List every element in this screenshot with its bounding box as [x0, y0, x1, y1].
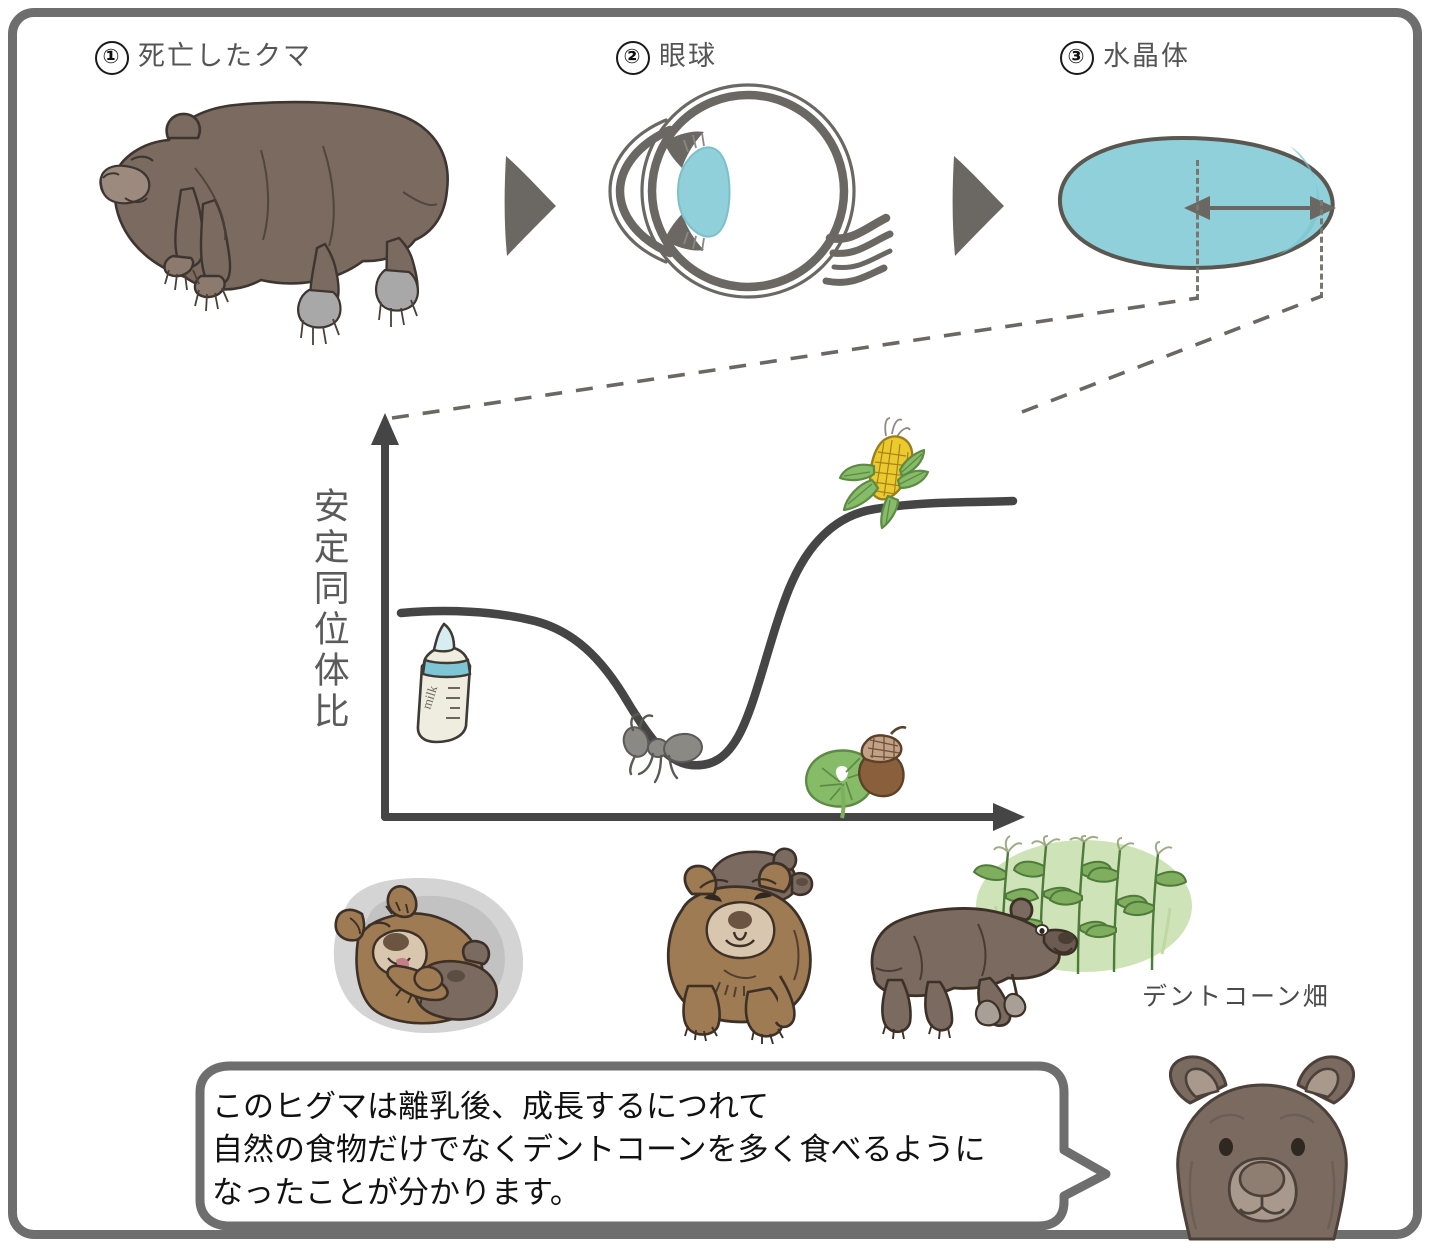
speech-bubble	[178, 1058, 1118, 1234]
speech-bubble-outline	[195, 1061, 1111, 1231]
step-number-2: ②	[616, 40, 650, 75]
corn-tassels	[993, 835, 1173, 855]
denning-bear-with-cub	[310, 848, 540, 1043]
y-axis-arrowhead	[371, 413, 399, 445]
step-label-1: ① 死亡したクマ	[95, 34, 312, 75]
adult-bear-eating-corn	[862, 835, 1192, 1046]
corn-field-label: デントコーン畑	[1142, 983, 1330, 1011]
isotope-curve	[396, 496, 1018, 770]
step-label-3: ③ 水晶体	[1060, 34, 1190, 75]
step-text-3: 水晶体	[1103, 41, 1190, 71]
closed-eye	[130, 155, 154, 162]
step-number-1: ①	[95, 40, 129, 75]
mother-closed-eye	[367, 921, 391, 928]
mother-bear-with-cub-on-back	[648, 836, 848, 1046]
head-right-eye	[1291, 1138, 1305, 1156]
y-axis-label: 安定同位体比	[308, 487, 350, 733]
bottle-label-text: milk	[419, 683, 441, 711]
step-text-2: 眼球	[659, 41, 717, 71]
lens-edge-dashed-line	[1320, 200, 1323, 298]
mouth	[725, 939, 755, 948]
head-mouth	[1238, 1196, 1286, 1215]
milk-bottle-icon: milk	[402, 618, 494, 746]
step-arrow-1-icon	[500, 152, 560, 260]
eyeball-icon	[608, 78, 898, 308]
step-arrow-2-icon	[948, 152, 1008, 260]
step-text-1: 死亡したクマ	[138, 41, 312, 71]
head-left-eye	[1219, 1138, 1233, 1156]
nose	[728, 911, 752, 929]
bottle-nipple	[432, 622, 456, 653]
head-nose	[1238, 1160, 1286, 1198]
lens-center-dashed-line	[1196, 160, 1199, 300]
ant-icon	[613, 712, 713, 792]
step-number-3: ③	[1060, 40, 1094, 75]
isotope-ratio-chart	[371, 413, 1025, 831]
acorn-cap	[860, 734, 903, 764]
bottle-ring	[421, 658, 472, 679]
cub-eye	[447, 970, 465, 982]
bear-head-icon	[1148, 1055, 1378, 1245]
step-label-2: ② 眼球	[616, 34, 717, 75]
speech-bubble-text: このヒグマは離乳後、成長するにつれて 自然の食物だけでなくデントコーンを多く食べ…	[212, 1089, 986, 1210]
dead-bear-icon	[85, 72, 465, 347]
mother-nose	[383, 933, 409, 951]
muzzle	[705, 901, 776, 960]
bear-snout	[99, 164, 151, 205]
mother-paw	[413, 965, 444, 992]
acorn-leaf-icon	[790, 700, 920, 820]
zoom-connector-lines	[391, 294, 1323, 420]
x-axis-arrowhead	[993, 803, 1025, 831]
corn-icon	[828, 417, 938, 530]
outer-frame	[8, 8, 1422, 1239]
lens-in-eye	[677, 146, 731, 238]
